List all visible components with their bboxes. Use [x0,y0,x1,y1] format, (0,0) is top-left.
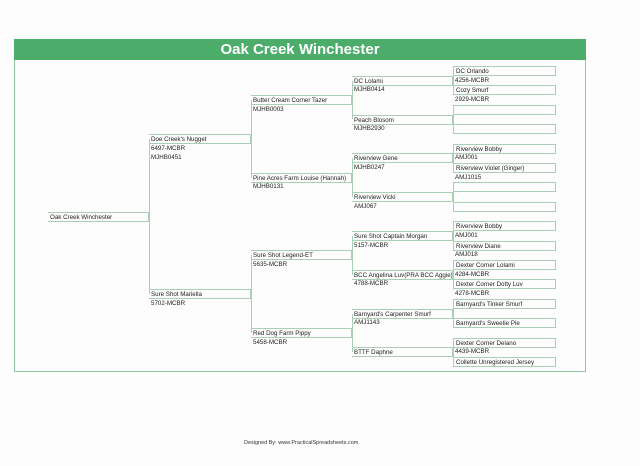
connector-line [453,226,454,246]
connector-line [453,71,454,91]
connector-line [149,138,150,295]
great-grandparent-name: BTTF Daphne [352,347,453,358]
great-grandparent-registration: MJHB2930 [354,125,385,133]
great-grandparent-registration: 4788-MCBR [354,280,389,288]
gg-grandparent-name: Dexter Corner Delano [453,337,556,348]
gg-grandparent-registration: AMJ001 [455,154,478,162]
great-grandparent-registration [352,357,453,367]
grandparent-name: Sure Shot Legend-ET [251,250,352,261]
gg-grandparent-registration [453,115,556,125]
gg-grandparent-name [453,201,556,212]
connector-line [352,158,353,198]
gg-grandparent-registration [453,212,556,222]
gg-grandparent-name: Riverview Bobby [453,143,556,154]
subject-name: Oak Creek Winchester [48,211,149,222]
connector-line [453,148,454,168]
gg-grandparent-registration [453,192,556,202]
parent-registration: MJHB0451 [151,154,182,162]
gg-grandparent-name: DC Orlando [453,66,556,76]
gg-grandparent-registration [453,134,556,144]
footer-credit: Designed By: www.PracticalSpreadsheets.c… [244,440,359,446]
gg-grandparent-registration [453,328,556,338]
great-grandparent-name: Peach Blosom [352,114,453,125]
gg-grandparent-name: Cozy Smurf [453,85,556,96]
gg-grandparent-registration [453,367,556,377]
gg-grandparent-registration: 4439-MCBR [455,348,490,356]
connector-line [453,109,454,130]
gg-grandparent-name [453,104,556,115]
parent-name: Doe Creek's Nugget [149,133,251,144]
great-grandparent-name: Sure Shot Captain Morgan [352,230,453,241]
gg-grandparent-registration: 2929-MCBR [455,96,490,104]
parent-registration: 5702-MCBR [151,299,186,307]
grandparent-name: Pine Acres Farm Louise (Hannah) [251,172,352,183]
gg-grandparent-registration: 4278-MCBR [455,290,490,298]
grandparent-registration: 5635-MCBR [253,261,288,268]
parent-registration: 6497-MCBR [151,144,186,152]
connector-line [453,187,454,207]
grandparent-name: Butter Cream Corner Tazer [251,95,352,106]
grandparent-registration: MJHB0131 [253,183,284,191]
gg-grandparent-registration: AMJ018 [455,251,478,259]
parent-name: Sure Shot Mariella [149,289,251,300]
gg-grandparent-registration: AMJ1015 [455,173,482,181]
great-grandparent-registration: MJHB0414 [354,86,385,94]
gg-grandparent-registration: AMJ001 [455,231,478,239]
connector-line [251,255,252,333]
gg-grandparent-name: Dexter Corner Dotty Luv [453,279,556,290]
gg-grandparent-name [453,182,556,193]
grandparent-registration: 5458-MCBR [253,338,288,346]
great-grandparent-name: DC Lolami [352,75,453,86]
gg-grandparent-registration: 4284-MCBR [455,270,490,278]
connector-line [352,80,353,120]
gg-grandparent-name: Dexter Corner Lolami [453,260,556,270]
gg-grandparent-registration: 4256-MCBR [455,76,490,84]
great-grandparent-name: Riverview Vicki [352,192,453,203]
great-grandparent-registration: MJHB0247 [354,164,385,171]
gg-grandparent-name: Riverview Bobby [453,221,556,232]
connector-line [352,235,353,275]
connector-line [251,100,252,178]
connector-line [453,303,454,324]
gg-grandparent-name: Riverview Violet (Ginger) [453,163,556,173]
great-grandparent-registration: AMJ067 [354,202,377,210]
gg-grandparent-name: Barnyard's Sweetie Pie [453,318,556,329]
gg-grandparent-name: Riverview Diane [453,240,556,251]
great-grandparent-name: Barnyard's Carpenter Smurf [352,308,453,319]
gg-grandparent-name: Collette Unregistered Jersey [453,357,556,367]
connector-line [453,342,454,362]
page-title: Oak Creek Winchester [14,39,586,60]
great-grandparent-name: Riverview Gene [352,153,453,164]
great-grandparent-name: BCC Angelina Luv(PRA BCC Aggie) [352,269,453,280]
great-grandparent-registration: 5157-MCBR [354,241,389,249]
grandparent-registration: MJHB0003 [253,105,284,113]
gg-grandparent-name [453,124,556,135]
grandparent-name: Red Dog Farm Pippy [251,327,352,338]
connector-line [453,265,454,285]
gg-grandparent-registration [453,309,556,319]
great-grandparent-registration: AMJ1143 [354,319,380,327]
connector-line [352,313,353,353]
gg-grandparent-name: Barnyard's Tinker Smurf [453,298,556,309]
